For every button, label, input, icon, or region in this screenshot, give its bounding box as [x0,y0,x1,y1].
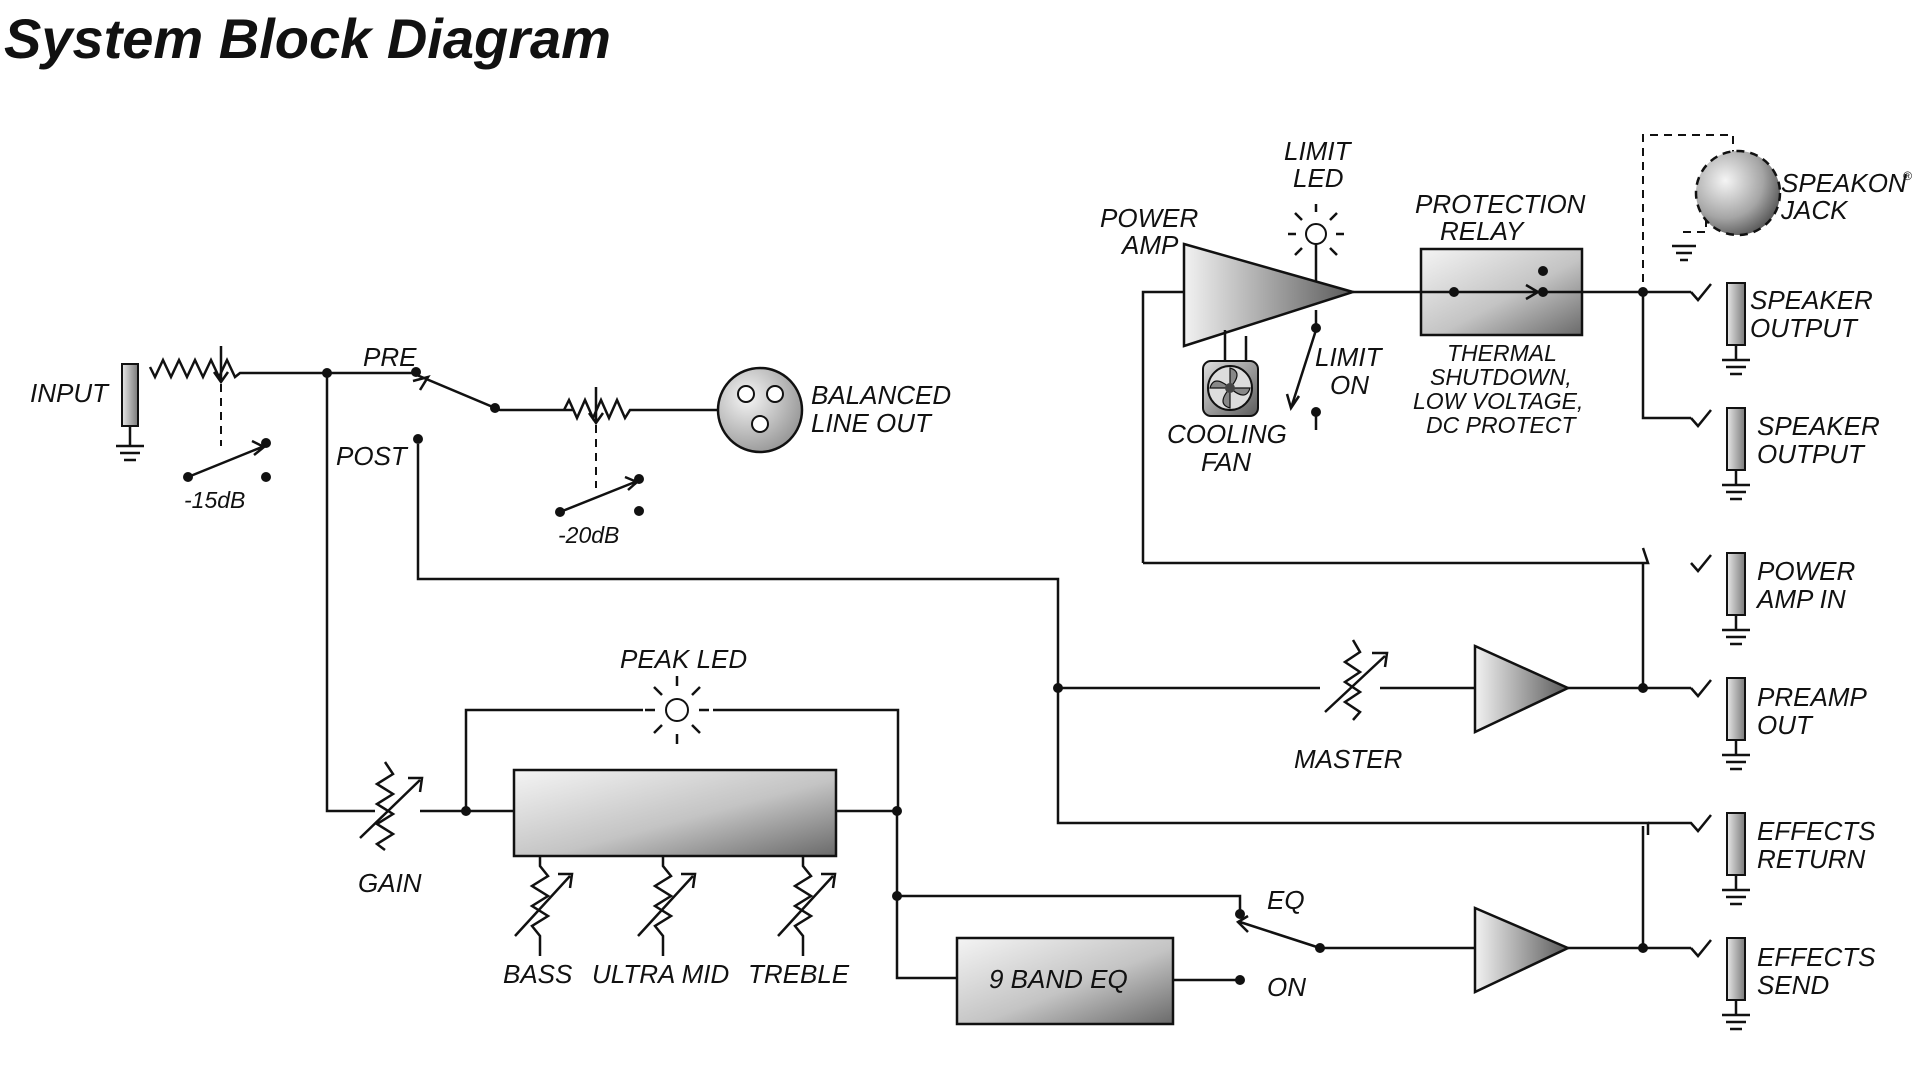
fan-connection-wire [1223,330,1248,361]
relay-note-4: DC PROTECT [1426,412,1577,438]
input-jack [121,363,139,427]
input-pad-switch-icon [183,438,271,482]
limit-on-switch-icon [1285,310,1321,430]
peak-led-icon [645,676,709,744]
cooling-fan-label-1: COOLING [1167,419,1287,449]
eq-switch-on-label: ON [1267,972,1306,1002]
pre-label: PRE [363,342,417,372]
relay-note-1: THERMAL [1447,340,1557,366]
gain-label: GAIN [358,868,422,898]
speaker-output-1-label-1: SPEAKER [1750,285,1873,315]
gain-pot-icon [359,761,424,851]
limit-led-icon [1288,204,1344,281]
speaker-output-2-wire [1641,292,1691,420]
treble-label: TREBLE [748,959,850,989]
power-amp-label-2: AMP [1120,230,1179,260]
peak-led-label: PEAK LED [620,644,747,674]
input-pot-icon [148,357,330,380]
protection-relay-label-1: PROTECTION [1415,189,1586,219]
pre-post-switch-icon [411,367,500,444]
relay-note-3: LOW VOLTAGE, [1413,388,1583,414]
effects-send-label-2: SEND [1757,970,1829,1000]
power-amp-icon [1182,242,1358,348]
protection-relay-label-2: RELAY [1440,216,1525,246]
effects-return-jack: EFFECTS RETURN [1648,812,1876,906]
bass-pot-icon [514,856,574,956]
power-amp-in-return-wire [1143,547,1650,565]
speaker-output-1-jack: SPEAKER OUTPUT [1690,282,1873,376]
limit-led-label-1: LIMIT [1284,136,1353,166]
effects-return-label-2: RETURN [1757,844,1866,874]
speakon-jack-label-1: SPEAKON [1781,168,1907,198]
nine-band-eq-feed-wire [895,896,957,980]
effects-send-jack: EFFECTS SEND [1690,937,1876,1031]
nine-band-eq-label: 9 BAND EQ [989,964,1128,994]
xlr-connector-icon [716,366,804,454]
power-amp-feed-wire [1141,290,1184,563]
nine-band-eq-block [955,936,1175,1026]
bass-label: BASS [503,959,573,989]
balanced-line-out-label-2: LINE OUT [811,408,933,438]
cooling-fan-icon [1202,360,1259,417]
power-amp-in-label-2: AMP IN [1755,584,1846,614]
speaker-output-2-label-2: OUTPUT [1757,439,1866,469]
effects-return-label-1: EFFECTS [1757,816,1876,846]
eq-switch-eq-label: EQ [1267,885,1305,915]
peak-led-loop-wire [464,708,900,811]
input-section: INPUT -15dB [30,346,330,513]
line-out-pad-label: -20dB [558,522,619,548]
master-pot-icon [1324,639,1389,721]
ultra-mid-pot-icon [637,856,697,956]
pre-post-wire [330,371,574,412]
preamp-out-jack: PREAMP OUT [1690,677,1867,771]
preamp-out-amp-icon [1473,644,1571,734]
balanced-line-out-label-1: BALANCED [811,380,951,410]
gain-feed-wire [325,373,375,813]
input-pad-label: -15dB [184,487,245,513]
line-out-pot-icon [562,396,720,422]
power-amp-label-1: POWER [1100,203,1198,233]
diagram-title: System Block Diagram [4,7,611,70]
line-out-pad-switch-icon [555,474,644,517]
limit-led-label-2: LED [1293,163,1344,193]
input-label: INPUT [30,378,110,408]
eq-bypass-wire [895,811,1242,914]
post-label: POST [336,441,409,471]
speakon-jack-label-2: JACK [1780,195,1849,225]
preamp-out-label-2: OUT [1757,710,1814,740]
relay-contact-icon [1421,266,1582,301]
power-amp-in-jack: POWER AMP IN [1690,552,1855,646]
cooling-fan-label-2: FAN [1201,447,1251,477]
speaker-output-2-jack: SPEAKER OUTPUT [1690,407,1880,501]
limit-on-label-2: ON [1330,370,1369,400]
speakon-registered-mark: ® [1903,169,1912,183]
speaker-output-1-label-2: OUTPUT [1750,313,1859,343]
speakon-jack-icon [1642,134,1782,282]
effects-send-amp-icon [1473,906,1572,994]
treble-pot-icon [777,856,837,956]
ultra-mid-label: ULTRA MID [592,959,729,989]
effects-send-label-1: EFFECTS [1757,942,1876,972]
limit-on-label-1: LIMIT [1315,342,1384,372]
preamp-out-label-1: PREAMP [1757,682,1867,712]
master-label: MASTER [1294,744,1402,774]
power-amp-in-label-1: POWER [1757,556,1855,586]
post-return-wire [416,444,1650,835]
relay-note-2: SHUTDOWN, [1430,364,1572,390]
tone-stack-block [512,768,838,858]
output-jacks: SPEAKER OUTPUT SPEAKER OUTPUT POWER AMP … [1648,282,1880,1031]
input-ground-icon [116,426,144,462]
speaker-output-2-label-1: SPEAKER [1757,411,1880,441]
